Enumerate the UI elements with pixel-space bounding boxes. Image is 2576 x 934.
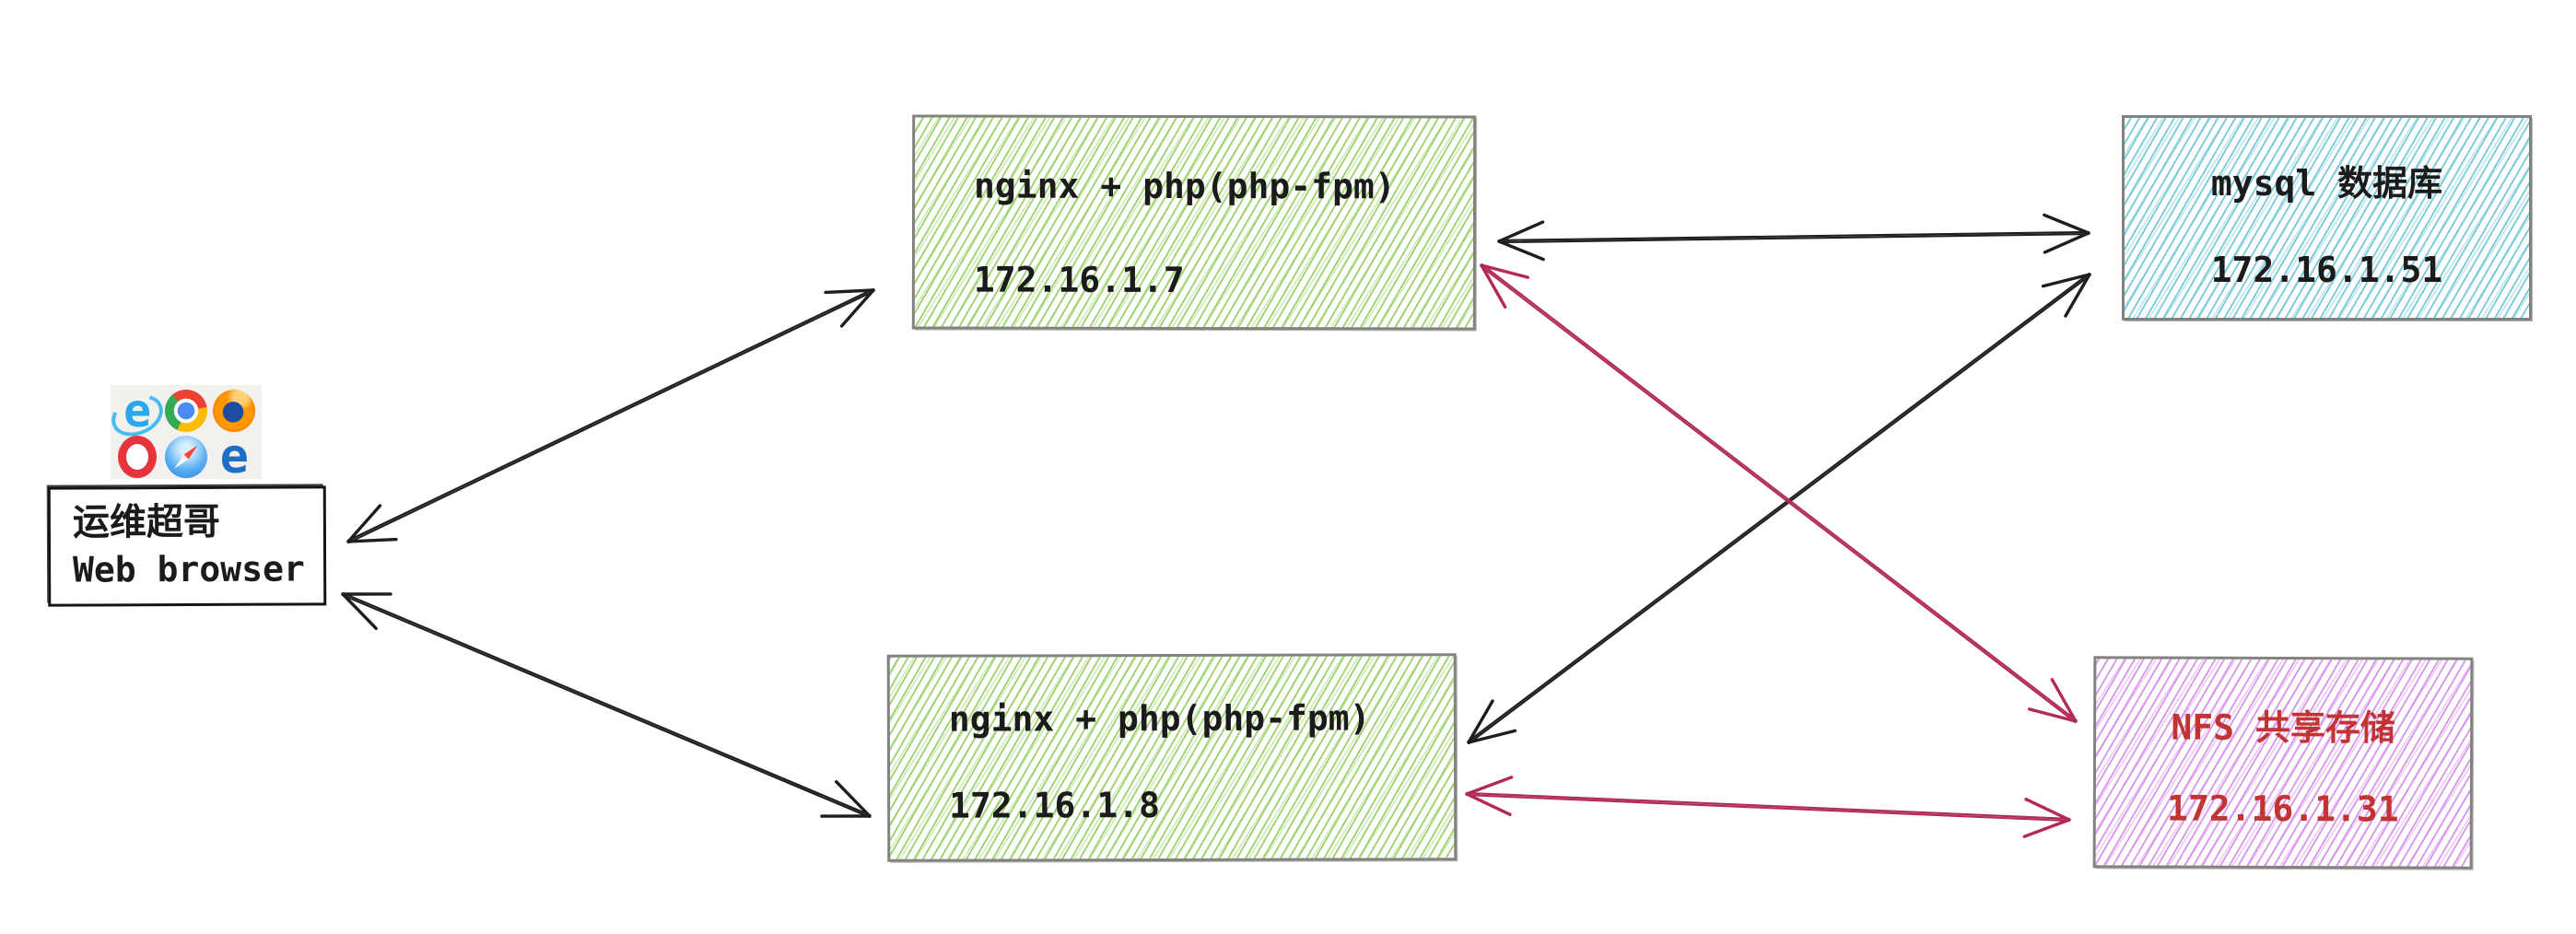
nfs-storage-ip: 172.16.1.31 [2166,788,2399,830]
web-browser-label-cn: 运维超哥 [72,500,220,544]
nginx-server-2-ip: 172.16.1.8 [949,785,1160,826]
web-browser-label-en: Web browser [73,548,305,590]
mysql-database-ip: 172.16.1.51 [2210,250,2443,290]
arrow-nginx-172.16.1.8--mysql-172.16.1.51 [1467,273,2091,744]
edge-icon [213,436,255,478]
opera-icon [118,436,157,478]
mysql-database-box: mysql 数据库 172.16.1.51 [2122,115,2532,321]
arrow-web-browser--nginx-172.16.1.7 [346,287,875,544]
web-browser-box: 运维超哥 Web browser [47,485,327,607]
arrow-nginx-172.16.1.8--nfs-172.16.1.31 [1465,776,2071,838]
nginx-server-2-box: nginx + php(php-fpm) 172.16.1.8 [886,653,1458,862]
arrow-web-browser--nginx-172.16.1.8 [341,591,872,819]
browser-icons-card [111,385,262,479]
safari-icon [164,436,207,478]
nginx-server-1-title: nginx + php(php-fpm) [974,165,1396,207]
nginx-server-1-ip: 172.16.1.7 [973,259,1185,300]
mysql-database-title: mysql 数据库 [2210,163,2443,204]
nginx-server-1-box: nginx + php(php-fpm) 172.16.1.7 [911,114,1477,331]
nfs-storage-box: NFS 共享存储 172.16.1.31 [2092,656,2474,870]
ie-icon [116,390,158,432]
arrow-nginx-172.16.1.7--nfs-172.16.1.31 [1480,263,2078,723]
firefox-icon [213,390,256,432]
nginx-server-2-title: nginx + php(php-fpm) [948,697,1371,740]
arrow-nginx-172.16.1.7--mysql-172.16.1.51 [1497,213,2090,262]
nfs-storage-title: NFS 共享存储 [2171,706,2395,749]
chrome-icon [164,390,207,432]
